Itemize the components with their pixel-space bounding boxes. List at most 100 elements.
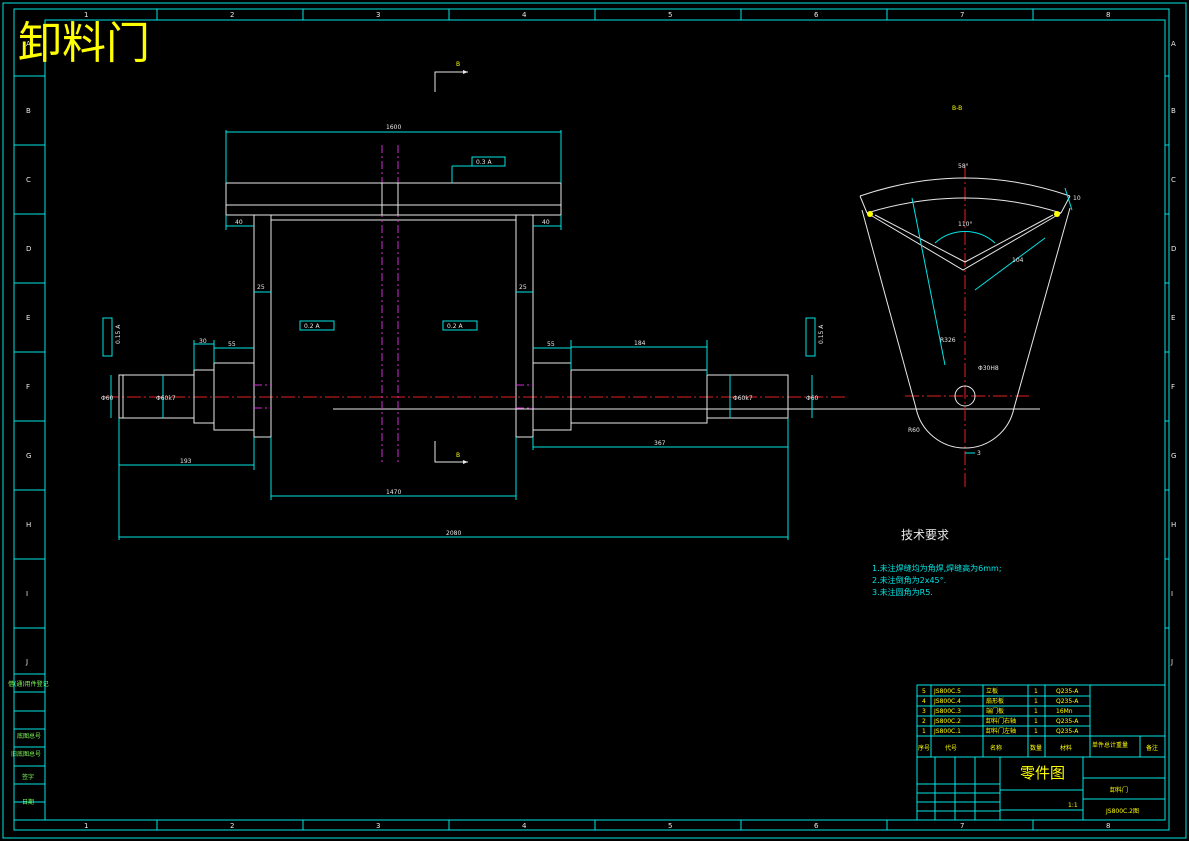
scale: 1:1 [1068,802,1078,809]
part-qty: 1 [1034,688,1038,695]
col-num-top: 4 [522,11,527,19]
zone-grid [14,9,1169,830]
drawing-type: 零件图 [1020,764,1065,782]
stamp-label: 日期 [22,798,34,806]
section-dim: 58° [958,163,969,170]
parts-header: 名称 [990,744,1002,752]
col-num-top: 3 [376,11,380,19]
row-letter-right: G [1171,452,1176,460]
tolerance-label: 0.3 A [476,159,492,166]
section-dim: R60 [908,427,920,434]
part-name: 立板 [986,687,998,695]
part-no: 4 [922,698,926,705]
part-no: 1 [922,728,926,735]
col-num-top: 8 [1106,11,1110,19]
section-marker-bottom: B [434,441,468,464]
part-name: 端门板 [986,707,1004,715]
part-qty: 1 [1034,708,1038,715]
col-num-bottom: 1 [84,822,88,830]
part-material: Q235-A [1056,718,1079,725]
part-name: 卸料门左轴 [986,727,1016,735]
dim-label: 1470 [386,489,401,496]
dim-label: 2080 [446,530,461,537]
part-code: JS800C.2 [933,718,961,725]
tech-requirement-item: 2.未注倒角为2x45°. [872,575,946,585]
row-letter-right: H [1171,521,1176,529]
tech-requirements-heading: 技术要求 [901,528,949,542]
part-name-title: 卸料门 [1110,786,1128,794]
row-letter-right: F [1171,383,1175,391]
part-no: 2 [922,718,926,725]
col-num-top: 2 [230,11,234,19]
row-letter-right: C [1171,176,1176,184]
col-num-bottom: 3 [376,822,380,830]
tech-requirement-item: 1.未注焊缝均为角焊,焊缝高为6mm; [872,563,1002,573]
dim-label: 184 [634,340,646,347]
row-letter-left: G [26,452,31,460]
svg-text:B: B [456,61,460,68]
section-dim: 110° [958,221,972,228]
part-code: JS800C.1 [933,728,961,735]
row-letter-right: B [1171,107,1176,115]
section-view [859,165,1073,490]
right-wall [515,214,534,438]
col-num-bottom: 8 [1106,822,1110,830]
section-dim: 3 [977,450,981,457]
row-letter-left: J [25,658,28,666]
part-material: Q235-A [1056,698,1079,705]
dim-label: 40 [542,219,550,226]
stamp-label: 借(通)用件登记 [8,680,49,688]
tech-requirement-item: 3.未注圆角为R5. [872,587,933,597]
section-label: B-B [952,105,962,112]
row-letter-left: D [26,245,31,253]
col-num-bottom: 7 [960,822,964,830]
dim-label: 55 [228,341,236,348]
part-name: 扇形板 [986,697,1004,705]
left-wall [253,214,272,438]
dim-label: 25 [257,284,265,291]
top-plate [225,182,562,216]
dim-label: Φ60k7 [733,395,753,402]
pivot-hole [954,385,976,407]
dim-label: Φ60k7 [156,395,176,402]
row-letter-left: E [26,314,30,322]
right-shaft-end [706,374,789,419]
row-letter-left: H [26,521,31,529]
row-letter-right: J [1170,658,1173,666]
drawing-title: 卸料门 [18,18,150,69]
inner-frame [44,19,1166,821]
parts-header: 代号 [945,744,957,752]
row-letter-left: A [26,40,31,48]
dim-label: 55 [547,341,555,348]
dimensions-front [102,130,816,540]
part-material: 16Mn [1056,708,1073,715]
front-view [105,145,1040,465]
row-letter-left: B [26,107,31,115]
col-num-top: 7 [960,11,964,19]
parts-list-grid [916,684,1166,821]
part-no: 3 [922,708,926,715]
part-material: Q235-A [1056,728,1079,735]
section-dim: Φ30H8 [978,365,999,372]
row-letter-right: A [1171,40,1176,48]
part-qty: 1 [1034,718,1038,725]
stamp-label: 签字 [22,773,34,781]
row-letter-right: D [1171,245,1176,253]
tolerance-label: 0.2 A [447,323,463,330]
part-code: JS800C.5 [933,688,961,695]
parts-header: 数量 [1030,744,1042,752]
col-num-bottom: 6 [814,822,819,830]
col-num-bottom: 4 [522,822,527,830]
part-code: JS800C.4 [933,698,961,705]
parts-header: 备注 [1146,744,1158,752]
section-dim: 10 [1073,195,1081,202]
parts-header: 材料 [1060,744,1072,752]
row-letter-left: F [26,383,30,391]
dim-label: 193 [180,458,192,465]
dim-label: 40 [235,219,243,226]
col-num-top: 6 [814,11,819,19]
drawing-number: JS800C.2图 [1105,808,1139,815]
dim-label: 30 [199,338,207,345]
